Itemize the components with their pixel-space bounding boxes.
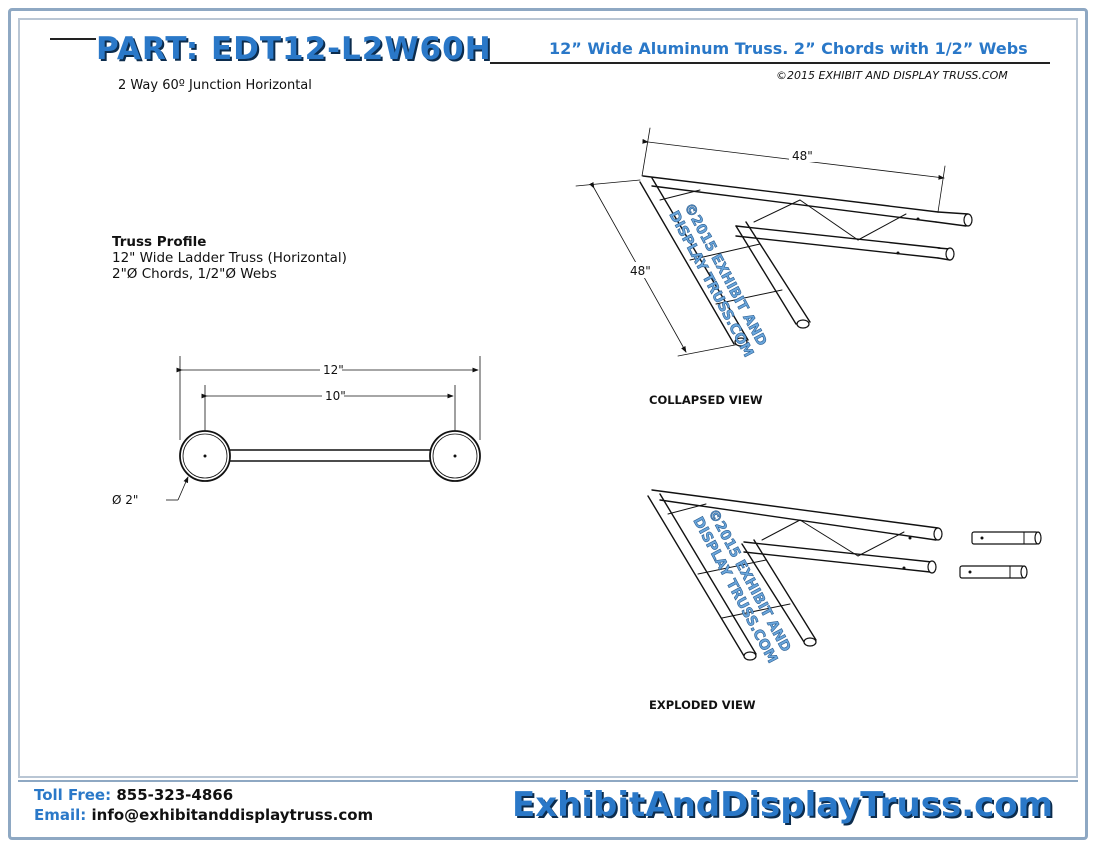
- email-label: Email:: [34, 806, 87, 824]
- truss-profile-line1: 12" Wide Ladder Truss (Horizontal): [112, 250, 347, 266]
- connector-pin-top: [971, 531, 1042, 545]
- dim-side-label: 48": [630, 264, 651, 278]
- truss-profile-title: Truss Profile: [112, 234, 207, 250]
- dim-chord-label: Ø 2": [112, 493, 138, 507]
- toll-free-line: Toll Free: 855-323-4866: [34, 786, 233, 804]
- exploded-view-drawing: [647, 489, 1042, 661]
- connector-pin-bottom: [959, 565, 1028, 579]
- copyright-notice: ©2015 EXHIBIT AND DISPLAY TRUSS.COM: [776, 69, 1008, 82]
- drawing-frame: [18, 18, 1078, 778]
- dim-inner-label: 10": [325, 389, 346, 403]
- toll-free-number[interactable]: 855-323-4866: [116, 786, 234, 804]
- part-subtitle: 2 Way 60º Junction Horizontal: [118, 78, 312, 93]
- truss-profile-block: Truss Profile 12" Wide Ladder Truss (Hor…: [112, 234, 347, 282]
- dim-overall-label: 12": [323, 363, 344, 377]
- email-line: Email: info@exhibitanddisplaytruss.com: [34, 806, 373, 824]
- part-title: PART: EDT12-L2W60H: [96, 31, 492, 67]
- toll-free-label: Toll Free:: [34, 786, 112, 804]
- dim-top-label: 48": [792, 149, 813, 163]
- collapsed-view-label: COLLAPSED VIEW: [649, 393, 763, 407]
- title-rule-right: [490, 62, 1050, 64]
- collapsed-watermark: ©2015 EXHIBIT AND DISPLAY TRUSS.COM: [665, 200, 770, 360]
- website-link[interactable]: ExhibitAndDisplayTruss.com: [512, 785, 1054, 825]
- exploded-view-label: EXPLODED VIEW: [649, 698, 756, 712]
- email-address[interactable]: info@exhibitanddisplaytruss.com: [91, 806, 374, 824]
- truss-profile-line2: 2"Ø Chords, 1/2"Ø Webs: [112, 266, 277, 282]
- profile-drawing: 12" 10" Ø 2": [112, 356, 481, 507]
- part-description: 12” Wide Aluminum Truss. 2” Chords with …: [549, 39, 1028, 58]
- title-rule-left: [50, 38, 96, 40]
- collapsed-view-drawing: [575, 127, 973, 357]
- footer-divider: [18, 780, 1078, 782]
